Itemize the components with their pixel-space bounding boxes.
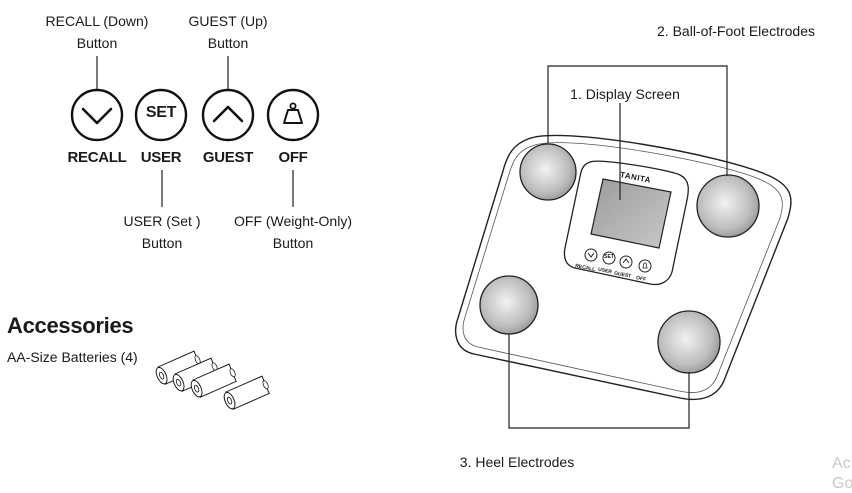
weight-icon [266,88,320,142]
batteries-label: AA-Size Batteries (4) [7,349,138,365]
off-caption: OFF [278,149,308,166]
off-callout-line1: OFF (Weight-Only) [234,213,352,229]
heel-electrode-right [657,310,721,374]
recall-callout-line1: RECALL (Down) [45,13,149,29]
ball-of-foot-electrode-right [696,174,760,238]
user-caption: USER [140,149,182,166]
mini-set-label: SET [604,254,614,260]
set-button-icon [134,88,188,142]
guest-caption: GUEST [202,149,254,166]
ball-of-foot-callout: 2. Ball-of-Foot Electrodes [657,23,815,39]
display-screen-callout: 1. Display Screen [570,86,680,102]
chevron-down-icon [70,88,124,142]
chevron-up-icon [201,88,255,142]
guest-callout-line2: Button [207,35,249,51]
user-callout-line1: USER (Set ) [123,213,201,229]
ball-of-foot-electrode-left [519,143,577,201]
set-icon-text: SET [145,104,177,121]
heel-electrode-left [479,275,539,335]
watermark-line2: Go [832,475,852,492]
off-callout-line2: Button [272,235,314,251]
recall-caption: RECALL [67,149,127,166]
recall-callout-line2: Button [76,35,118,51]
accessories-heading: Accessories [7,313,134,338]
heel-callout: 3. Heel Electrodes [459,454,575,470]
watermark-line1: Ac [832,455,851,472]
guest-callout-line1: GUEST (Up) [188,13,268,29]
user-callout-line2: Button [141,235,183,251]
lcd-screen [590,178,672,249]
